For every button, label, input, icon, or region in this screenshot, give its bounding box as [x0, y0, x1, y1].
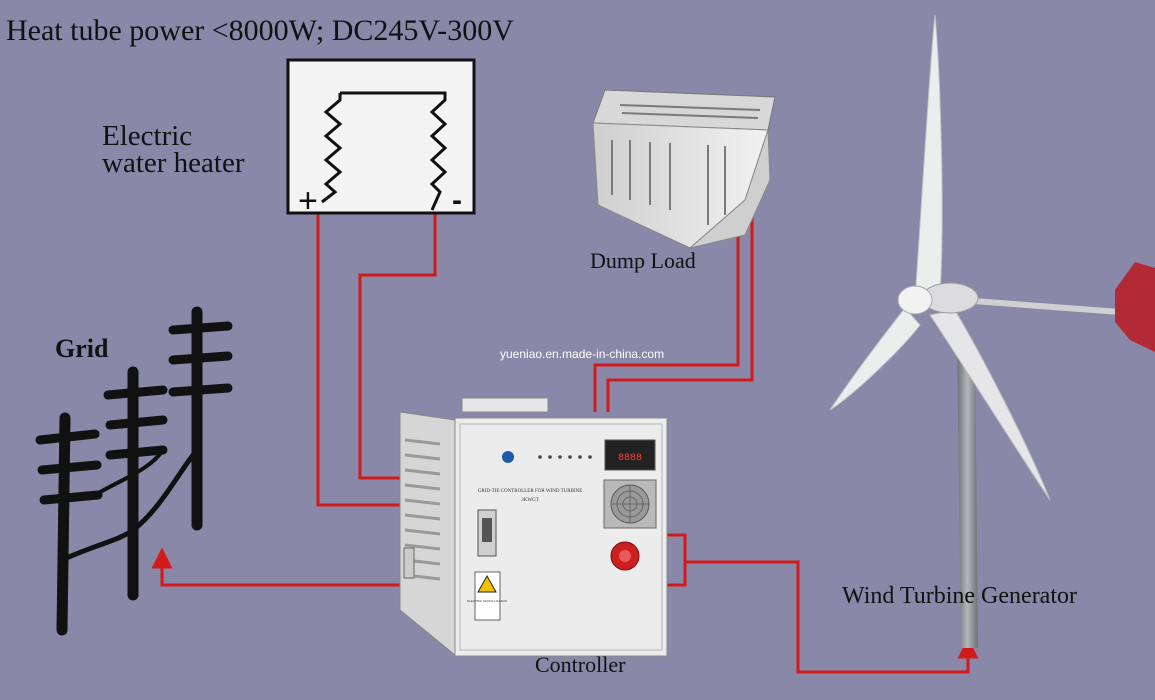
- controller-panel-title: GRID-TIE CONTROLLER FOR WIND TURBINE: [478, 489, 583, 494]
- wire-dump-load-2: [606, 190, 754, 412]
- cooling-fan-icon: [603, 479, 657, 529]
- controller-label: Controller: [535, 652, 626, 677]
- wire-turbine: [685, 560, 979, 674]
- heater-coil-icon: [321, 91, 448, 211]
- turbine-label: Wind Turbine Generator: [842, 583, 1077, 609]
- wire-dump-load-1: [593, 190, 740, 412]
- wires: [151, 190, 979, 674]
- heater-label-line2: water heater: [102, 147, 245, 179]
- grid-label: Grid: [55, 334, 109, 363]
- turbine-blade-top: [914, 14, 943, 301]
- warning-text: ELECTRIC SHOCK HAZARD: [467, 599, 507, 603]
- turbine-hub: [897, 285, 933, 315]
- controller-side-vents: [404, 438, 441, 581]
- turbine-tower: [957, 338, 978, 648]
- turbine-blade-left: [829, 307, 921, 411]
- emergency-stop-button: [610, 541, 640, 571]
- wire-heater-minus: [358, 210, 437, 480]
- warning-triangle-icon: [477, 574, 497, 593]
- grid-tie-controller: 8888 GRID-TIE CONTROLLER FOR WIND TURBIN…: [399, 397, 668, 657]
- status-leds: [538, 455, 592, 459]
- dump-load-unit: [592, 89, 776, 249]
- dump-load-vents: [611, 104, 761, 225]
- wire-turbine-loop: [665, 533, 687, 587]
- heater-minus-sign: -: [452, 184, 462, 217]
- digital-display: [604, 439, 656, 471]
- watermark-text: yueniao.en.made-in-china.com: [500, 347, 664, 361]
- dump-load-label: Dump Load: [590, 248, 696, 273]
- tail-vane: [1115, 262, 1155, 352]
- grid-poles-icon: [35, 306, 233, 636]
- electric-water-heater: + -: [286, 58, 476, 220]
- heater-label-line1: Electric: [102, 120, 192, 152]
- digital-display-value: 8888: [618, 453, 642, 464]
- wind-turbine: [829, 14, 1155, 648]
- wire-heater-plus: [316, 210, 400, 507]
- brand-logo-icon: [502, 451, 514, 463]
- heater-plus-sign: +: [298, 182, 318, 220]
- controller-panel-model: 3KWGT: [521, 498, 539, 503]
- turbine-blade-right: [929, 309, 1051, 501]
- wire-grid: [151, 547, 400, 587]
- tail-boom: [959, 297, 1121, 315]
- warning-sticker: ELECTRIC SHOCK HAZARD: [467, 571, 508, 621]
- page-title: Heat tube power <8000W; DC245V-300V: [6, 14, 514, 47]
